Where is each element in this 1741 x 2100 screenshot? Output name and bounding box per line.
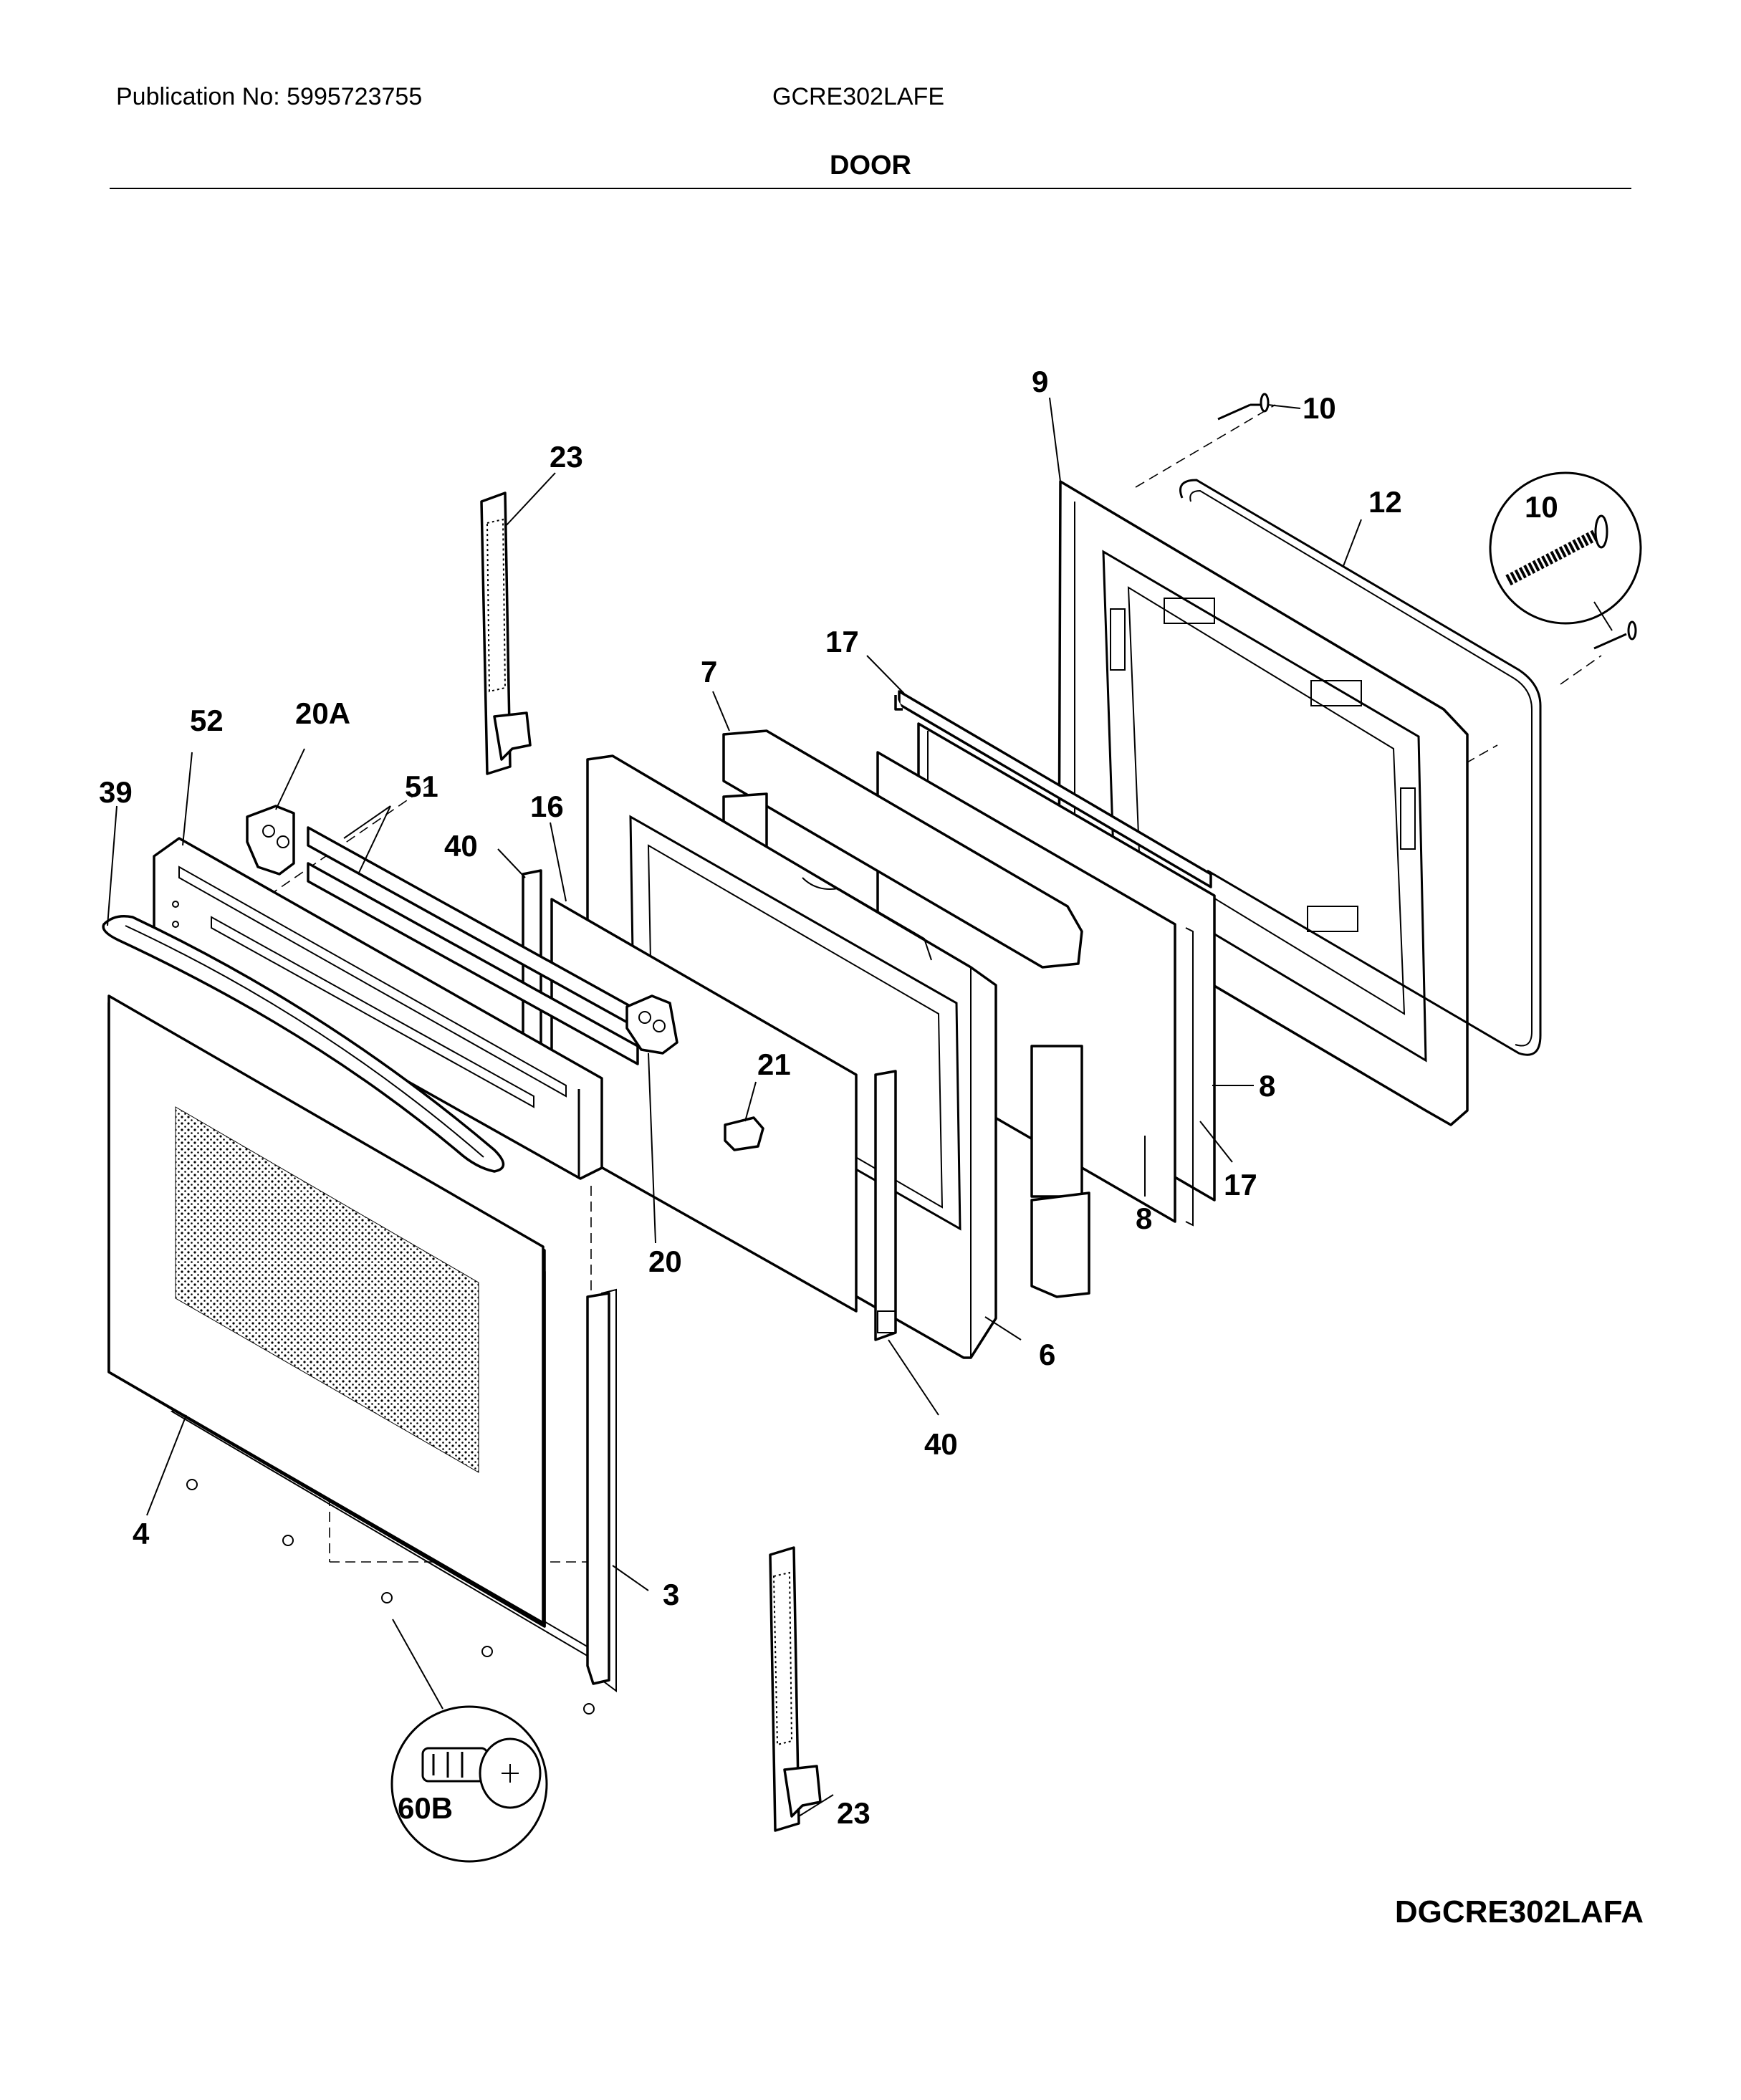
- callout-4: 4: [133, 1517, 150, 1550]
- model-number: GCRE302LAFE: [772, 83, 944, 110]
- part-21-label: [724, 1116, 764, 1151]
- callout-9: 9: [1032, 365, 1048, 398]
- part-60B-screws: [186, 1479, 595, 1715]
- hinge-icon: [480, 492, 532, 775]
- part-17-glass-channel: [894, 690, 1212, 888]
- header-divider: [110, 188, 1631, 189]
- callout-17-bottom: 17: [1224, 1168, 1257, 1202]
- part-39-door-handle: [102, 915, 505, 1173]
- callout-16: 16: [530, 790, 564, 823]
- part-12-door-gasket: [1179, 479, 1542, 1056]
- callout-52: 52: [190, 704, 224, 737]
- part-10-shoulder-screw: [1217, 393, 1637, 650]
- hinge-icon-bottom: [769, 1546, 822, 1832]
- screw-icon: [390, 1619, 548, 1863]
- section-title: DOOR: [830, 150, 911, 181]
- callout-7: 7: [701, 655, 717, 689]
- callout-60B: 60B: [398, 1791, 453, 1825]
- callout-51: 51: [405, 769, 438, 803]
- callout-23-top: 23: [550, 440, 583, 474]
- callout-10-detail: 10: [1525, 490, 1558, 524]
- callout-3: 3: [663, 1578, 679, 1611]
- callout-39: 39: [99, 775, 133, 809]
- door-face-screen: [107, 994, 545, 1624]
- callout-40-bottom: 40: [924, 1427, 958, 1461]
- callout-20A: 20A: [295, 696, 350, 730]
- callout-10: 10: [1303, 391, 1336, 425]
- callout-40-top: 40: [444, 829, 478, 863]
- callout-12: 12: [1368, 485, 1402, 519]
- diagram-code: DGCRE302LAFA: [1394, 1894, 1644, 1929]
- part-3-side-trim: [586, 1292, 610, 1685]
- callout-17-top: 17: [825, 625, 859, 658]
- callout-20: 20: [648, 1245, 682, 1278]
- callout-6: 6: [1039, 1338, 1055, 1371]
- callout-21: 21: [757, 1047, 791, 1081]
- part-20A-hinge-receptacle: [246, 805, 295, 876]
- callout-23-bottom: 23: [837, 1796, 870, 1830]
- part-20-hinge-receptacle: [625, 994, 678, 1055]
- callout-8-bottom: 8: [1136, 1202, 1152, 1235]
- part-40-side-rail-right: [874, 1070, 897, 1341]
- leader-lines: [107, 397, 1362, 1817]
- publication-number: Publication No: 5995723755: [116, 83, 423, 110]
- callout-labels: 9 10 10 12 23 17 7 20A 52 51 39 16 40 21…: [99, 365, 1558, 1830]
- bolt-icon: [1489, 471, 1642, 631]
- callout-8-right: 8: [1259, 1069, 1275, 1103]
